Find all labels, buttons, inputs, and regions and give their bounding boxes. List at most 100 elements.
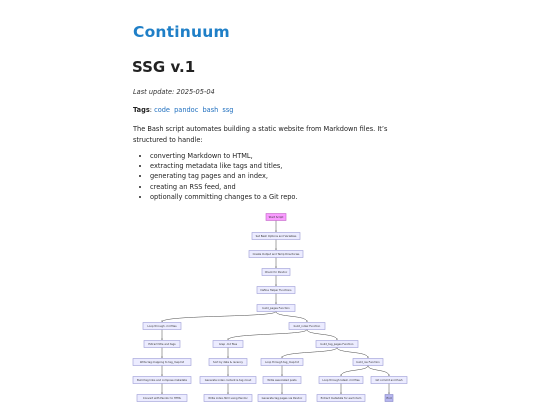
flow-node-box	[136, 394, 188, 402]
flow-node-box	[261, 268, 291, 276]
flow-node-writeindex: Write index.html using Pandoc	[203, 394, 253, 402]
flow-node-label: build_rss Function	[356, 360, 380, 364]
flow-node-sortdate: Sort by date & recency	[208, 358, 248, 366]
flow-edge	[275, 311, 308, 323]
feature-item: optionally committing changes to a Git r…	[150, 192, 297, 202]
flow-node-helpers: Define Helper Functions	[256, 286, 296, 294]
site-logo[interactable]: Continuum	[133, 23, 230, 41]
flow-node-label: Extract title and tags	[148, 342, 176, 346]
logo-mark: C	[133, 23, 145, 41]
flow-node-tagmap: Write tag mapping to tag_map.txt	[132, 358, 192, 366]
flow-node-pandoc: Check for Pandoc	[261, 268, 291, 276]
flow-node-box	[132, 358, 192, 366]
logo-text: ontinuum	[144, 23, 230, 41]
intro-paragraph: The Bash script automates building a sta…	[133, 125, 388, 144]
flow-node-gentag: Generate tag pages via Pandoc	[257, 394, 307, 402]
flow-node-assoc: Write associated posts	[262, 376, 302, 384]
flow-node-label: Generate tag pages via Pandoc	[262, 396, 303, 400]
flow-edge	[281, 347, 338, 359]
flow-node-box	[142, 322, 182, 330]
flow-node-label: Sort by date & recency	[213, 360, 243, 364]
last-update-label: Last update:	[133, 88, 177, 96]
flow-node-box	[208, 358, 248, 366]
flow-node-box	[257, 394, 307, 402]
flow-node-box	[315, 340, 359, 348]
feature-item: creating an RSS feed, and	[150, 182, 297, 192]
flow-node-label: Write tag mapping to tag_map.txt	[140, 360, 184, 364]
flow-edge	[306, 329, 338, 341]
last-update: Last update: 2025-05-04	[133, 88, 215, 96]
flow-edge	[227, 329, 308, 341]
flow-node-box	[132, 376, 192, 384]
tag-link-code[interactable]: code	[154, 106, 170, 114]
flow-node-box	[203, 394, 253, 402]
flow-node-box	[288, 322, 326, 330]
flow-edge	[367, 365, 390, 377]
flow-node-label: build_tag_pages Function	[321, 342, 354, 346]
flow-node-start: Start Script	[265, 213, 287, 221]
flow-node-label: Convert with Pandoc to HTML	[143, 396, 182, 400]
flow-node-build: build_pages Function	[256, 304, 296, 312]
tags-line: Tags: code pandoc bash ssg	[133, 106, 235, 114]
flow-node-box	[370, 376, 408, 384]
tag-link-bash[interactable]: bash	[202, 106, 219, 114]
flow-node-commit: Git commit and Push	[370, 376, 408, 384]
flow-node-label: Create Output and Temp Directories	[253, 252, 300, 256]
flow-node-end: End	[384, 394, 394, 402]
flow-node-index: build_index Function	[288, 322, 326, 330]
flow-node-box	[248, 250, 304, 258]
flow-node-box	[143, 340, 181, 348]
flow-edge	[161, 311, 277, 323]
tag-link-ssg[interactable]: ssg	[222, 106, 234, 114]
flow-node-vars: Set Bash Options and Variables	[251, 232, 301, 240]
flow-node-label: Loop through tag_map.txt	[265, 360, 299, 364]
flow-node-rssitem: Extract metadata for each item	[316, 394, 366, 402]
flow-node-dirs: Create Output and Temp Directories	[248, 250, 304, 258]
feature-item: generating tag pages and an index,	[150, 171, 297, 181]
flow-node-label: Check for Pandoc	[265, 270, 288, 274]
flow-node-box	[260, 358, 304, 366]
flow-node-looptags: Loop through tag_map.txt	[260, 358, 304, 366]
flow-edge	[336, 347, 369, 359]
tag-link-pandoc[interactable]: pandoc	[174, 106, 199, 114]
flow-node-box	[256, 304, 296, 312]
flow-node-tagstr: Build tag links and compose metadata	[132, 376, 192, 384]
flow-node-label: Set Bash Options and Variables	[256, 234, 297, 238]
feature-item: converting Markdown to HTML,	[150, 151, 297, 161]
flow-node-box	[384, 394, 394, 402]
flow-node-convert: Convert with Pandoc to HTML	[136, 394, 188, 402]
feature-list: converting Markdown to HTML, extracting …	[133, 151, 297, 202]
page-title: SSG v.1	[132, 58, 196, 76]
flow-node-box	[256, 286, 296, 294]
flow-node-label: Start Script	[269, 215, 284, 219]
flow-node-loop-md: Loop through .md files	[142, 322, 182, 330]
flow-node-genindex: Generate index content & tag cloud	[199, 376, 257, 384]
flow-node-label: Loop through latest .md files	[322, 378, 360, 382]
flow-node-label: Loop through .md files	[147, 324, 177, 328]
flow-node-label: Build tag links and compose metadata	[137, 378, 187, 382]
flow-node-box	[318, 376, 364, 384]
flow-node-box	[352, 358, 384, 366]
flowchart-edges	[161, 220, 390, 395]
flow-edge	[340, 365, 369, 377]
flow-node-box	[212, 340, 244, 348]
flow-node-label: Generate index content & tag cloud	[205, 378, 252, 382]
flow-node-box	[251, 232, 301, 240]
flow-node-box	[262, 376, 302, 384]
flow-node-box	[265, 213, 287, 221]
flow-node-label: Extract metadata for each item	[321, 396, 362, 400]
flow-node-tagpages: build_tag_pages Function	[315, 340, 359, 348]
last-update-date: 2025-05-04	[176, 88, 215, 96]
flow-node-label: Grep .md files	[219, 342, 238, 346]
flow-node-extract: Extract title and tags	[143, 340, 181, 348]
flow-node-label: build_pages Function	[262, 306, 290, 310]
flow-node-label: Write associated posts	[267, 378, 297, 382]
flow-node-label: End	[387, 396, 392, 400]
tags-label: Tags	[133, 106, 150, 114]
flow-node-label: Git commit and Push	[375, 378, 402, 382]
flow-node-rss: build_rss Function	[352, 358, 384, 366]
tags-colon: :	[149, 106, 155, 114]
